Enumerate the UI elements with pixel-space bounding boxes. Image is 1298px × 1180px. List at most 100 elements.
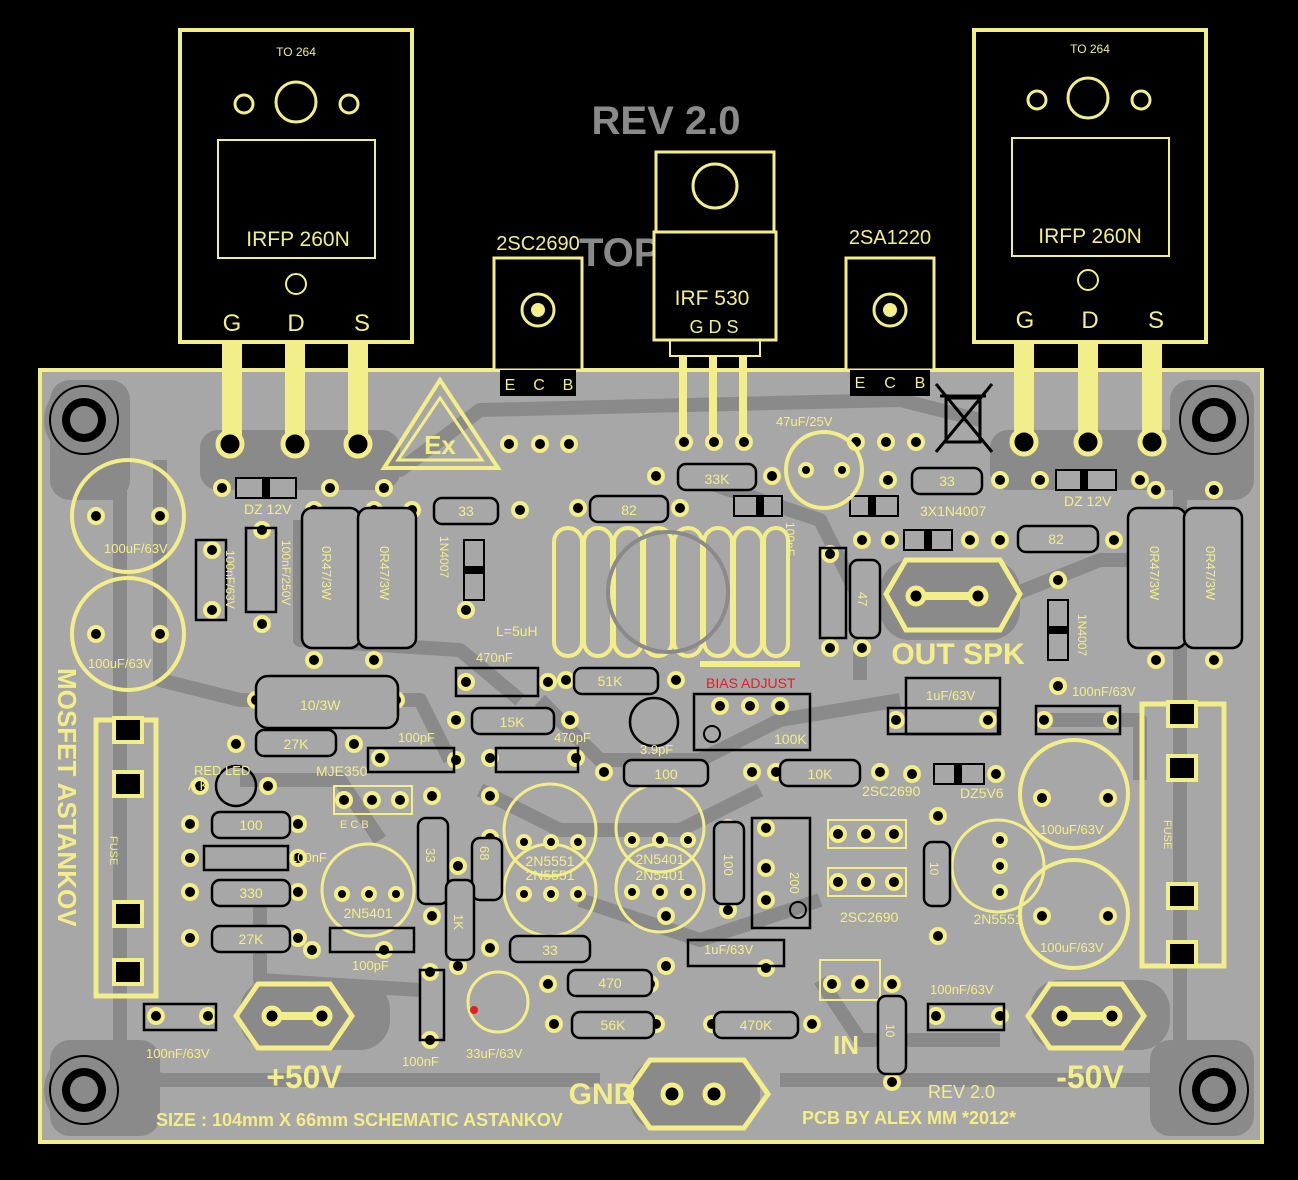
c1u63-a: 1uF/63V	[926, 688, 975, 703]
irf530-label: IRF 530	[675, 287, 750, 310]
irfp260n-left	[178, 28, 414, 442]
red-led	[191, 764, 277, 808]
d1n4007-b: 1N4007	[1075, 614, 1089, 656]
silkscreen-labels: DZ 12V DZ 12V 33 82 33K 47uF/25V 33 3X1N…	[88, 414, 1218, 1069]
source-label-right: S	[1148, 307, 1164, 334]
to264-right-label: TO 264	[1070, 42, 1110, 56]
component-outlines	[210, 462, 1244, 1076]
transistor-pad-rows	[333, 785, 907, 1001]
neg-50v: -50V	[1056, 1059, 1124, 1095]
c100n-out: 100nF	[783, 522, 797, 556]
c470n: 470nF	[476, 650, 513, 665]
r15k: 15K	[500, 714, 526, 730]
c100u63-d: 100uF/63V	[1040, 940, 1104, 955]
bias-trimmer	[470, 692, 812, 1014]
r1k: 1K	[451, 914, 466, 930]
to264-left-label: TO 264	[276, 45, 316, 59]
c100n-b: 100nF	[290, 850, 327, 865]
r33-a: 33	[458, 503, 474, 519]
pin-c-2: C	[884, 375, 896, 392]
pin-e: E	[505, 377, 516, 394]
source-label-left: S	[354, 310, 370, 337]
q-2sc2690-b: 2SC2690	[840, 909, 899, 925]
dz12-right: DZ 12V	[1064, 493, 1112, 509]
c100n63-l: 100nF/63V	[223, 550, 237, 609]
c47u25: 47uF/25V	[776, 414, 833, 429]
r470: 470	[598, 975, 622, 991]
r10k: 10K	[808, 766, 834, 782]
irf530	[652, 150, 778, 440]
fuse-b: FUSE	[1161, 820, 1173, 849]
diodes	[235, 469, 1117, 785]
r100-a: 100	[654, 766, 678, 782]
c100p-b: 100pF	[352, 958, 389, 973]
r27k-a: 27K	[284, 736, 310, 752]
drain-label-right: D	[1081, 307, 1098, 334]
fuse-holders	[93, 700, 1227, 999]
r33k: 33K	[705, 471, 731, 487]
warning-icon: Ex	[380, 376, 502, 470]
board-name: MOSFET ASTANKOV	[52, 668, 82, 927]
out-spk: OUT SPK	[891, 638, 1025, 671]
c100n-c: 100nF	[402, 1054, 439, 1069]
pads-large	[215, 427, 1167, 459]
r82-b: 82	[1048, 531, 1064, 547]
c100u63-b: 100uF/63V	[88, 656, 152, 671]
q-2sa1220-top	[844, 256, 936, 396]
r56k: 56K	[601, 1017, 627, 1033]
terminal-pads	[261, 585, 1123, 1106]
r47-out: 47	[855, 592, 870, 606]
mounting-holes	[44, 380, 1254, 1130]
r10-in: 10	[883, 1024, 897, 1038]
r100-b: 100	[239, 817, 263, 833]
trim200: 200	[787, 872, 802, 894]
c100n63-bl: 100nF/63V	[146, 1046, 210, 1061]
c1u63-b: 1uF/63V	[704, 942, 753, 957]
r33-b: 33	[939, 473, 955, 489]
size-note: SIZE : 104mm X 66mm SCHEMATIC ASTANKOV	[156, 1110, 563, 1130]
dz12-left: DZ 12V	[244, 501, 292, 517]
c3p9: 3.9pF	[640, 742, 673, 757]
rev-top-label: REV 2.0	[592, 99, 741, 143]
led-ak: A K	[188, 778, 209, 793]
r330: 330	[239, 885, 263, 901]
irfp260n-right	[972, 28, 1208, 442]
q-2n5401-a: 2N5401	[635, 851, 684, 867]
r33-v: 33	[423, 848, 438, 862]
red-led-label: RED LED	[194, 763, 250, 778]
irf530-pins: G D S	[689, 317, 738, 337]
r0r47-d: 0R47/3W	[1203, 546, 1218, 601]
in: IN	[833, 1030, 859, 1060]
pin-e-2: E	[855, 375, 866, 392]
r10-3w: 10/3W	[300, 697, 341, 713]
c470p: 470pF	[554, 730, 591, 745]
trim100k: 100K	[774, 731, 807, 747]
r100-c: 100	[721, 854, 736, 876]
r0r47-c: 0R47/3W	[1147, 546, 1162, 601]
capacitor-boxes	[142, 526, 1122, 1042]
r82-a: 82	[621, 502, 637, 518]
rev-bottom: REV 2.0	[928, 1082, 995, 1102]
irfp260n-right-label: IRFP 260N	[1038, 225, 1142, 248]
cap-pads	[87, 462, 1117, 925]
diodes-3x: 3X1N4007	[920, 503, 986, 519]
c100n63-br: 100nF/63V	[930, 982, 994, 997]
drain-label-left: D	[287, 310, 304, 337]
c100p-a: 100pF	[398, 730, 435, 745]
q-2n5551-c: 2N5551	[973, 911, 1022, 927]
q-2n5551-b: 2N5551	[525, 867, 574, 883]
electrolytic-caps	[70, 430, 1130, 1034]
pin-c: C	[533, 377, 545, 394]
to92-pads	[334, 832, 1008, 902]
q-2sc2690-top-label: 2SC2690	[496, 233, 579, 255]
coil-label: L=5uH	[496, 623, 538, 639]
c100u63-a: 100uF/63V	[104, 541, 168, 556]
pin-b: B	[563, 377, 574, 394]
r51k: 51K	[598, 673, 624, 689]
recycle-bin-icon	[934, 383, 994, 453]
d1n4007-a: 1N4007	[437, 536, 451, 578]
q-2sa1220-top-label: 2SA1220	[849, 227, 931, 249]
gnd: GND	[569, 1078, 636, 1111]
